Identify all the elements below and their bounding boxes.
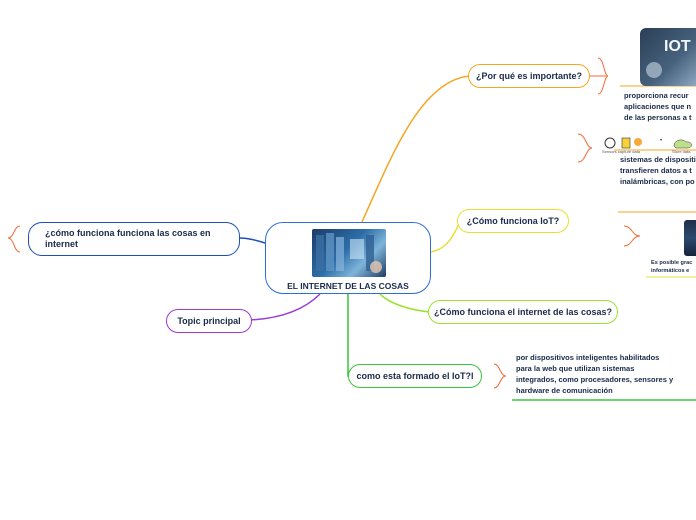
topic-label: ¿cómo funciona funciona las cosas en int…: [45, 228, 211, 249]
dot-separator: •: [660, 138, 663, 144]
sensors-illustration: • Sensors capture data Store data: [600, 136, 696, 154]
server-hologram-image: [312, 229, 386, 277]
topic-label: como esta formado el IoT?l: [356, 371, 474, 381]
topic-principal[interactable]: Topic principal: [166, 309, 252, 333]
topic-como-esta-formado[interactable]: como esta formado el IoT?l: [348, 364, 482, 388]
store-caption: Store data: [672, 149, 691, 154]
sensors-caption: Sensors capture data: [602, 149, 641, 154]
subtopic-es-posible[interactable]: Es posible grac informáticos e: [651, 260, 693, 274]
iot-banner-image: IOT: [640, 28, 696, 86]
device-image: [684, 220, 696, 256]
subtopic-dispositivos[interactable]: por dispositivos inteligentes habilitado…: [516, 353, 674, 395]
topic-por-que-es-importante[interactable]: ¿Por qué es importante?: [468, 64, 590, 88]
topic-label: ¿Cómo funciona IoT?: [466, 216, 560, 226]
topic-como-funciona-funciona[interactable]: ¿cómo funciona funciona las cosas en int…: [28, 222, 240, 256]
topic-label: ¿Cómo funciona el internet de las cosas?: [433, 307, 613, 317]
subtopic-proporciona[interactable]: proporciona recur aplicaciones que n de …: [624, 91, 692, 122]
iot-banner-text: IOT: [664, 38, 691, 55]
topic-label: ¿Por qué es importante?: [475, 71, 582, 81]
central-topic[interactable]: EL INTERNET DE LAS COSAS: [265, 222, 431, 294]
topic-como-funciona-iot[interactable]: ¿Cómo funciona IoT?: [457, 209, 569, 233]
subtopic-sistemas[interactable]: sistemas de dispositi transfieren datos …: [620, 155, 696, 186]
topic-como-funciona-internet-cosas[interactable]: ¿Cómo funciona el internet de las cosas?: [428, 300, 618, 324]
central-title: EL INTERNET DE LAS COSAS: [287, 281, 409, 291]
topic-label: Topic principal: [177, 316, 241, 326]
